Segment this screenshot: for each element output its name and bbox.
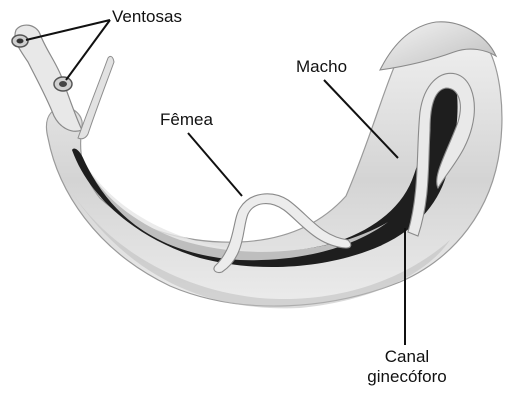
- label-macho: Macho: [296, 57, 347, 77]
- female-tail-end: [78, 56, 114, 138]
- label-canal-line2: ginecóforo: [357, 367, 457, 387]
- label-femea: Fêmea: [160, 110, 213, 130]
- ventral-sucker-opening: [59, 81, 67, 87]
- leader-femea: [188, 133, 242, 196]
- oral-sucker-opening: [17, 39, 24, 44]
- label-canal-line1: Canal: [357, 347, 457, 367]
- label-ventosas: Ventosas: [112, 7, 182, 27]
- label-canal-ginecoforo: Canal ginecóforo: [357, 347, 457, 387]
